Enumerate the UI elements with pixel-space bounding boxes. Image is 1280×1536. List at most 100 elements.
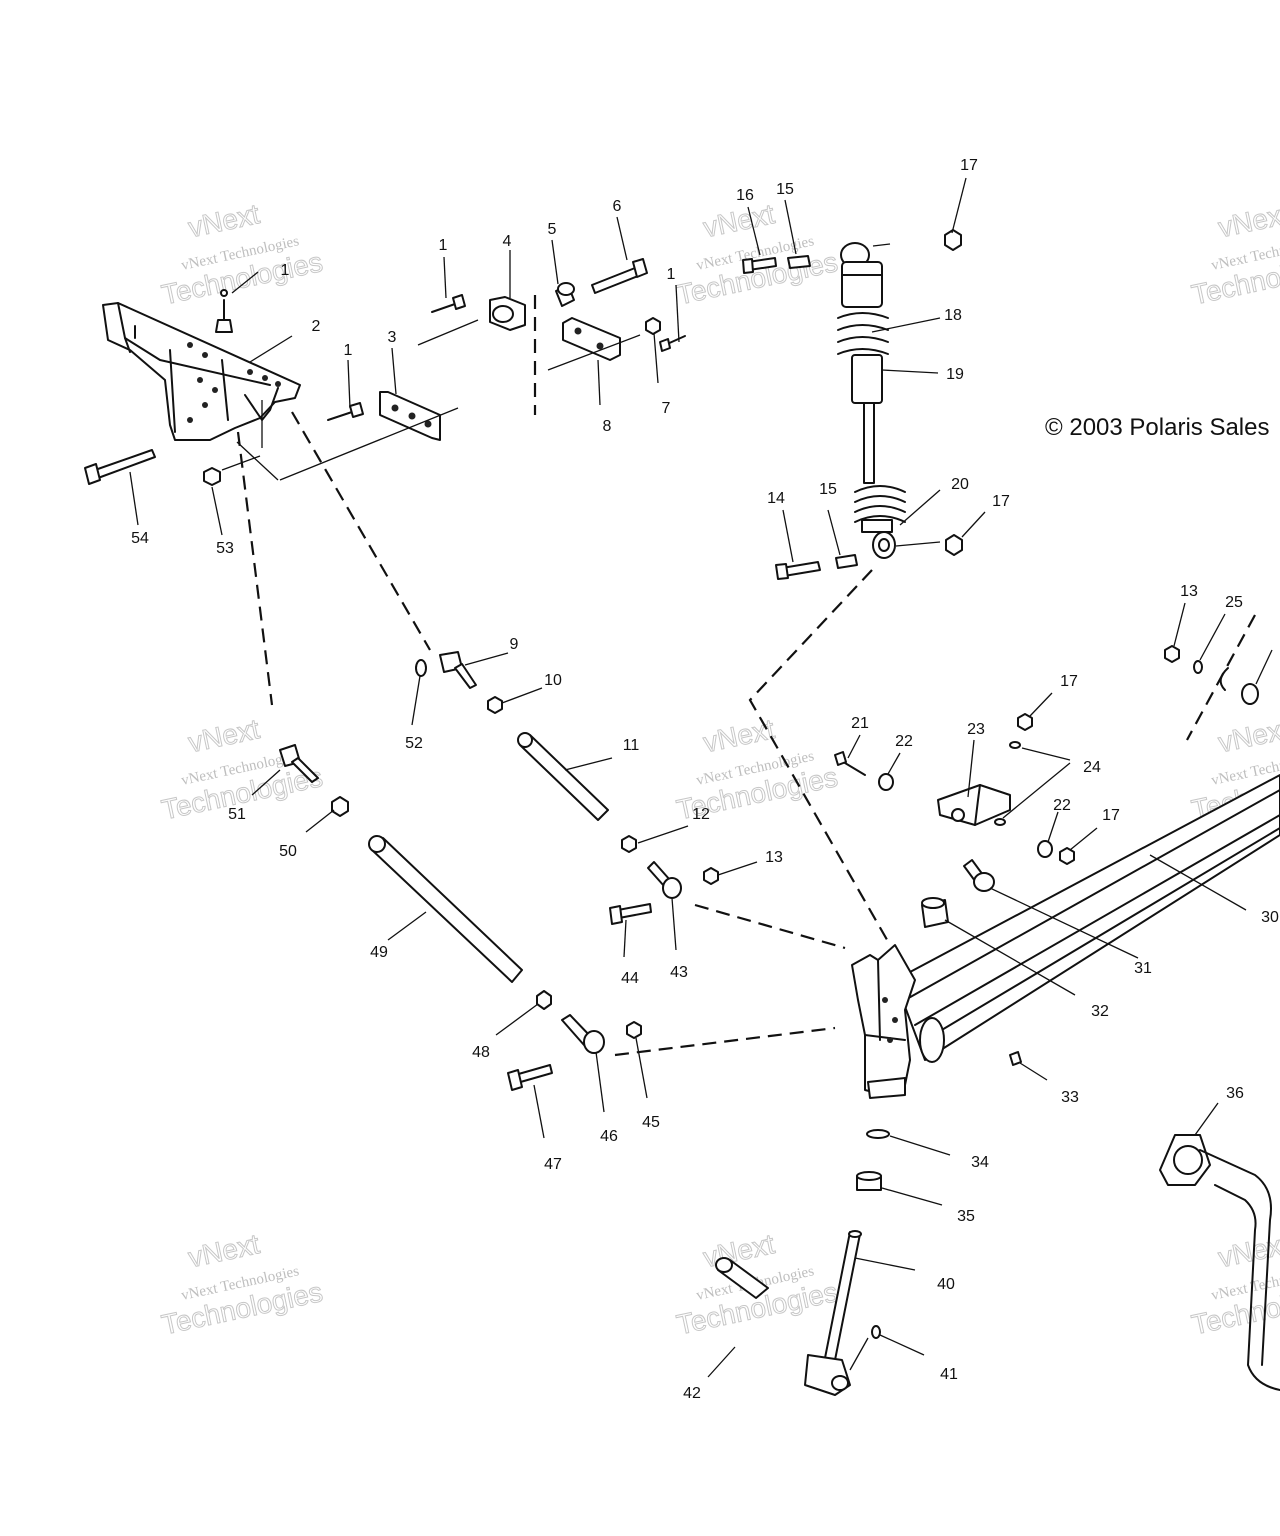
callout-1-b: 1 bbox=[344, 342, 353, 359]
callout-24: 24 bbox=[1083, 759, 1101, 776]
callout-44: 44 bbox=[621, 970, 639, 987]
nut-10 bbox=[487, 696, 503, 714]
watermark-brand: vNext bbox=[186, 713, 263, 758]
washer-22b bbox=[1037, 840, 1053, 858]
callout-8: 8 bbox=[603, 418, 612, 435]
watermark-brand: vNext bbox=[701, 713, 778, 758]
callout-47: 47 bbox=[544, 1156, 562, 1173]
assembly-lines bbox=[236, 295, 1256, 1057]
callout-15-a: 15 bbox=[776, 181, 794, 198]
washer-25 bbox=[1193, 660, 1203, 674]
callout-45: 45 bbox=[642, 1114, 660, 1131]
plate-3 bbox=[379, 391, 441, 441]
callout-25: 25 bbox=[1225, 594, 1243, 611]
nut-48 bbox=[536, 990, 552, 1010]
callout-1-c: 1 bbox=[439, 237, 448, 254]
callout-10: 10 bbox=[544, 672, 562, 689]
callout-21: 21 bbox=[851, 715, 869, 732]
bushing-15a bbox=[787, 255, 811, 269]
callout-17-a: 17 bbox=[960, 157, 978, 174]
bolt-1b bbox=[327, 402, 364, 421]
callout-3: 3 bbox=[388, 329, 397, 346]
callout-41: 41 bbox=[940, 1366, 958, 1383]
callout-52: 52 bbox=[405, 735, 423, 752]
callout-42: 42 bbox=[683, 1385, 701, 1402]
bolt-16 bbox=[742, 257, 777, 274]
callout-17-d: 17 bbox=[1102, 807, 1120, 824]
callout-2: 2 bbox=[312, 318, 321, 335]
nut-17b bbox=[945, 534, 963, 556]
callout-12: 12 bbox=[692, 806, 710, 823]
rod-end-43 bbox=[647, 861, 682, 899]
ball-joint-51 bbox=[279, 744, 319, 783]
callout-50: 50 bbox=[279, 843, 297, 860]
callout-20: 20 bbox=[951, 476, 969, 493]
plate-8 bbox=[562, 317, 621, 361]
callout-14: 14 bbox=[767, 490, 785, 507]
callout-15-b: 15 bbox=[819, 481, 837, 498]
ball-joint-9 bbox=[439, 651, 477, 689]
washer-34 bbox=[866, 1129, 890, 1139]
callout-numbers: 1 1 1 1 2 3 4 5 6 7 8 9 10 11 12 13 13 1… bbox=[131, 157, 1279, 1402]
bolt-1c bbox=[431, 294, 466, 313]
callout-48: 48 bbox=[472, 1044, 490, 1061]
callout-53: 53 bbox=[216, 540, 234, 557]
nut-45 bbox=[626, 1021, 642, 1039]
watermark-brand: vNext bbox=[1216, 198, 1280, 243]
callout-17-c: 17 bbox=[1060, 673, 1078, 690]
shock-absorber bbox=[837, 242, 906, 559]
callout-18: 18 bbox=[944, 307, 962, 324]
bolt-21 bbox=[834, 751, 866, 776]
callout-1-a: 1 bbox=[281, 262, 290, 279]
callout-11: 11 bbox=[623, 737, 640, 754]
callout-19: 19 bbox=[946, 366, 964, 383]
watermark-brand: vNext bbox=[1216, 1228, 1280, 1273]
bushing-15b bbox=[835, 554, 858, 569]
callout-40: 40 bbox=[937, 1276, 955, 1293]
callout-33: 33 bbox=[1061, 1089, 1079, 1106]
callout-34: 34 bbox=[971, 1154, 989, 1171]
nut-53 bbox=[203, 467, 221, 486]
leader-lines bbox=[129, 177, 1273, 1378]
bolt-1d bbox=[659, 335, 686, 352]
bolt-14 bbox=[775, 561, 821, 580]
nut-50 bbox=[331, 796, 349, 817]
callout-13-b: 13 bbox=[1180, 583, 1198, 600]
spindle-40 bbox=[804, 1230, 862, 1396]
bushing-5 bbox=[555, 282, 575, 307]
callout-23: 23 bbox=[967, 721, 985, 738]
callout-51: 51 bbox=[228, 806, 246, 823]
bolt-54 bbox=[84, 449, 156, 485]
nut-12 bbox=[621, 835, 637, 853]
block-4 bbox=[489, 296, 526, 331]
callout-6: 6 bbox=[613, 198, 622, 215]
callout-31: 31 bbox=[1134, 960, 1152, 977]
bearing bbox=[1241, 683, 1259, 705]
callout-5: 5 bbox=[548, 221, 557, 238]
bolt-47 bbox=[507, 1064, 553, 1091]
nut-7 bbox=[645, 317, 661, 335]
rod-end-31 bbox=[963, 859, 995, 892]
nut-17d bbox=[1059, 847, 1075, 865]
callout-4: 4 bbox=[503, 233, 512, 250]
callout-22-b: 22 bbox=[1053, 797, 1071, 814]
fitting-41 bbox=[871, 1325, 881, 1339]
washer-52 bbox=[415, 659, 427, 677]
callout-16: 16 bbox=[736, 187, 754, 204]
callout-30: 30 bbox=[1261, 909, 1279, 926]
nut-17c bbox=[1017, 713, 1033, 731]
callout-1-d: 1 bbox=[667, 266, 676, 283]
nut-13b bbox=[1164, 645, 1180, 663]
nut-17a bbox=[944, 229, 962, 251]
spindle-housing bbox=[851, 944, 916, 1099]
watermark-brand: vNext bbox=[186, 1228, 263, 1273]
callout-43: 43 bbox=[670, 964, 688, 981]
bushing-32 bbox=[921, 897, 949, 928]
rod-end-46 bbox=[561, 1014, 605, 1054]
tube-49 bbox=[368, 835, 523, 983]
callout-49: 49 bbox=[370, 944, 388, 961]
callout-13-a: 13 bbox=[765, 849, 783, 866]
tube-11 bbox=[517, 732, 609, 821]
watermark-brand: vNext bbox=[701, 198, 778, 243]
watermarks: vNext vNext Technologies Technologies vN… bbox=[158, 198, 1280, 1341]
